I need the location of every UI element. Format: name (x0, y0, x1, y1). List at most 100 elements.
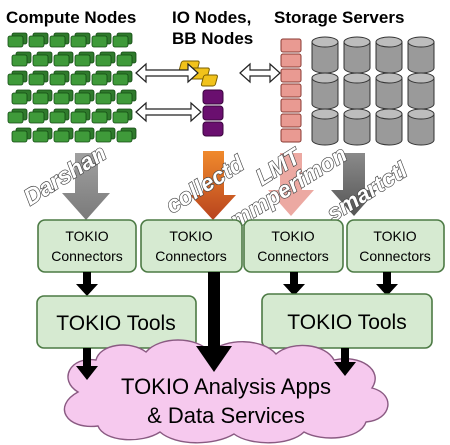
compute-node (28, 111, 45, 124)
storage-servers-stack (280, 38, 302, 143)
connector-line2: Connectors (257, 248, 329, 264)
storage-server (280, 128, 302, 143)
disk-cylinder (375, 36, 403, 74)
disk-cylinder (311, 72, 339, 110)
compute-nodes-header: Compute Nodes (6, 8, 136, 27)
compute-node (49, 111, 66, 124)
compute-node (74, 130, 91, 143)
compute-node (91, 35, 108, 48)
storage-server (280, 53, 302, 68)
connector-line2: Connectors (51, 248, 123, 264)
tokio-connectors-box: TOKIO Connectors (140, 219, 243, 273)
compute-node (95, 92, 112, 105)
storage-server (280, 113, 302, 128)
connector-line1: TOKIO (169, 228, 212, 244)
connector-line1: TOKIO (65, 228, 108, 244)
bb-node (202, 121, 224, 137)
compute-node (95, 130, 112, 143)
compute-node (7, 35, 24, 48)
connector-to-tools-arrow (376, 272, 398, 296)
connector-to-tools-arrow (76, 272, 98, 296)
connector-to-tools-arrow (283, 272, 305, 296)
compute-node (32, 54, 49, 67)
compute-node (53, 92, 70, 105)
lmt-data-arrow (268, 153, 314, 216)
darshan-data-arrow (62, 153, 110, 220)
tokio-connectors-box: TOKIO Connectors (37, 219, 137, 273)
disk-cylinder (343, 72, 371, 110)
compute-node (116, 92, 133, 105)
compute-node (11, 130, 28, 143)
compute-nodes-grid (7, 32, 137, 143)
tokio-connectors-box: TOKIO Connectors (243, 219, 344, 273)
disk-cylinder (375, 108, 403, 146)
compute-node (70, 73, 87, 86)
tokio-tools-box: TOKIO Tools (261, 293, 433, 349)
compute-node (112, 35, 129, 48)
compute-node (7, 111, 24, 124)
disk-array (311, 36, 435, 146)
tokio-connectors-box: TOKIO Connectors (346, 219, 445, 273)
compute-node (70, 35, 87, 48)
network-link-arrow (135, 101, 202, 123)
connector-line1: TOKIO (373, 228, 416, 244)
bb-nodes (202, 89, 224, 137)
connector-line2: Connectors (359, 248, 431, 264)
compute-node (112, 73, 129, 86)
compute-node (32, 92, 49, 105)
analysis-line1: TOKIO Analysis Apps (121, 374, 331, 399)
compute-node (49, 73, 66, 86)
compute-node (28, 35, 45, 48)
network-link-arrow (239, 62, 281, 84)
compute-node (116, 54, 133, 67)
compute-node (91, 73, 108, 86)
compute-node (11, 54, 28, 67)
storage-server (280, 68, 302, 83)
storage-server (280, 98, 302, 113)
bb-nodes-header: BB Nodes (172, 29, 253, 48)
analysis-cloud: TOKIO Analysis Apps & Data Services (63, 339, 389, 444)
io-data-arrow (190, 151, 236, 220)
connector-line2: Connectors (155, 248, 227, 264)
connector-line1: TOKIO (271, 228, 314, 244)
bb-node (202, 105, 224, 121)
disk-cylinder (343, 36, 371, 74)
tokio-tools-label: TOKIO Tools (287, 311, 406, 334)
bb-node (202, 89, 224, 105)
analysis-line2: & Data Services (147, 403, 305, 428)
compute-node (91, 111, 108, 124)
tokio-tools-box: TOKIO Tools (36, 295, 197, 349)
storage-servers-header: Storage Servers (274, 8, 404, 27)
compute-node (74, 92, 91, 105)
compute-node (53, 130, 70, 143)
io-node (200, 74, 218, 87)
disk-cylinder (343, 108, 371, 146)
compute-node (7, 73, 24, 86)
compute-node (49, 35, 66, 48)
compute-node (53, 54, 70, 67)
disk-cylinder (311, 108, 339, 146)
compute-node (74, 54, 91, 67)
network-link-arrow (135, 62, 199, 84)
disk-cylinder (311, 36, 339, 74)
tokio-tools-label: TOKIO Tools (56, 312, 175, 335)
compute-node (32, 130, 49, 143)
tools-to-cloud-arrow (334, 348, 356, 376)
io-nodes-header: IO Nodes, (172, 8, 251, 27)
compute-node (116, 130, 133, 143)
disk-cylinder (407, 72, 435, 110)
compute-node (70, 111, 87, 124)
disk-cylinder (407, 108, 435, 146)
compute-node (95, 54, 112, 67)
disk-cylinder (407, 36, 435, 74)
smartctl-data-arrow (331, 153, 377, 216)
storage-server (280, 38, 302, 53)
connector-to-cloud-arrow (196, 272, 232, 372)
compute-node (28, 73, 45, 86)
disk-cylinder (375, 72, 403, 110)
storage-server (280, 83, 302, 98)
compute-node (11, 92, 28, 105)
compute-node (112, 111, 129, 124)
